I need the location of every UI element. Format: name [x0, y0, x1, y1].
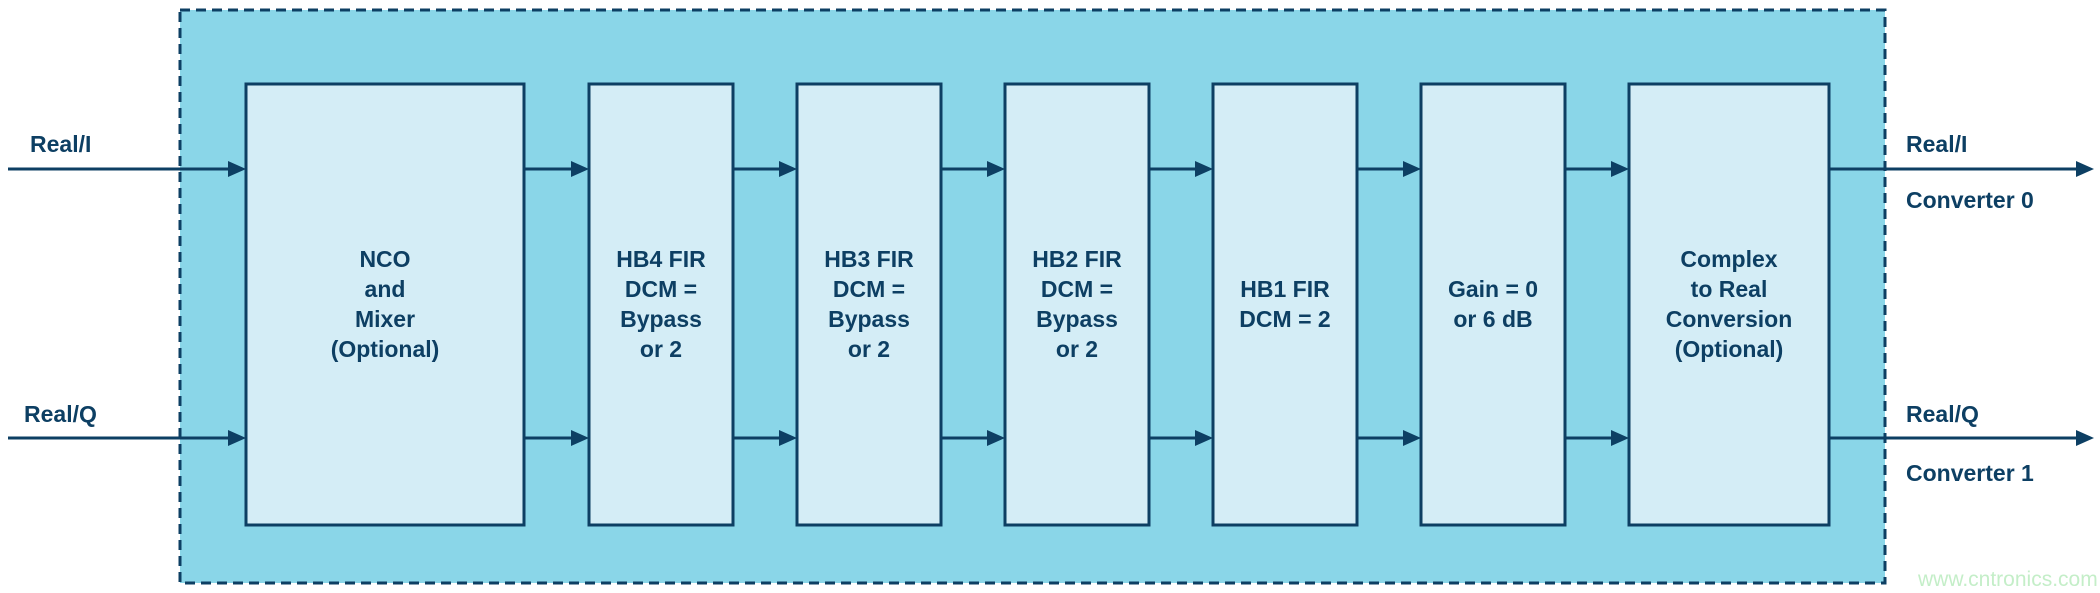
stage-4-i-arrow-head [1195, 161, 1213, 177]
stage-2-i-arrow-head [779, 161, 797, 177]
block-label-line: (Optional) [1675, 336, 1784, 362]
block-box [1627, 82, 1831, 527]
block-label-line: Bypass [828, 306, 910, 332]
input-q-arrow-head [228, 430, 246, 446]
output-q-arrow-head [2076, 430, 2094, 446]
input-top-label: Real/I [30, 131, 91, 157]
block-label-line: Mixer [355, 306, 415, 332]
block-label-line: DCM = [1041, 276, 1113, 302]
block-box [1003, 82, 1151, 527]
block-label-line: NCO [359, 246, 410, 272]
block-hb4-fir: HB4 FIR DCM = Bypass or 2 [587, 82, 735, 527]
block-gain: Gain = 0 or 6 dB [1419, 82, 1567, 527]
block-hb2-fir: HB2 FIR DCM = Bypass or 2 [1003, 82, 1151, 527]
block-label-line: HB1 FIR [1240, 276, 1330, 302]
block-label: HB3 FIR DCM = Bypass or 2 [824, 246, 914, 362]
watermark-text: www.cntronics.com [1917, 568, 2098, 591]
block-label-line: Gain = 0 [1448, 276, 1538, 302]
stage-6-q-arrow-head [1611, 430, 1629, 446]
block-label-line: or 2 [1056, 336, 1098, 362]
output-top-label: Real/I [1906, 131, 1967, 157]
output-bottom-label: Real/Q [1906, 401, 1979, 427]
block-label: HB2 FIR DCM = Bypass or 2 [1032, 246, 1122, 362]
block-label-line: or 2 [640, 336, 682, 362]
block-label-line: DCM = [833, 276, 905, 302]
block-box [244, 82, 526, 527]
stage-3-i-arrow-head [987, 161, 1005, 177]
stage-1-i-arrow-head [571, 161, 589, 177]
block-label-line: Conversion [1666, 306, 1793, 332]
block-label-line: DCM = 2 [1239, 306, 1330, 332]
stage-5-q-arrow-head [1403, 430, 1421, 446]
output-i-arrow-head [2076, 161, 2094, 177]
block-label-line: Bypass [620, 306, 702, 332]
block-label-line: and [365, 276, 406, 302]
input-i-arrow-head [228, 161, 246, 177]
block-label: HB4 FIR DCM = Bypass or 2 [616, 246, 706, 362]
block-hb3-fir: HB3 FIR DCM = Bypass or 2 [795, 82, 943, 527]
stage-4-q-arrow-head [1195, 430, 1213, 446]
block-hb1-fir: HB1 FIR DCM = 2 [1211, 82, 1359, 527]
block-box [1419, 82, 1567, 527]
signal-arrows [8, 161, 2094, 446]
stage-3-q-arrow-head [987, 430, 1005, 446]
block-label-line: Bypass [1036, 306, 1118, 332]
input-bottom-label: Real/Q [24, 401, 97, 427]
block-label-line: DCM = [625, 276, 697, 302]
output-top-converter: Converter 0 [1906, 187, 2034, 213]
block-label-line: or 6 dB [1453, 306, 1532, 332]
block-label-line: HB3 FIR [824, 246, 914, 272]
stage-1-q-arrow-head [571, 430, 589, 446]
block-label-line: Complex [1680, 246, 1777, 272]
block-label: Gain = 0 or 6 dB [1448, 276, 1538, 332]
block-label-line: HB2 FIR [1032, 246, 1122, 272]
block-label-line: HB4 FIR [616, 246, 706, 272]
block-box [587, 82, 735, 527]
stage-5-i-arrow-head [1403, 161, 1421, 177]
output-bottom-converter: Converter 1 [1906, 460, 2034, 486]
stage-2-q-arrow-head [779, 430, 797, 446]
block-label-line: (Optional) [331, 336, 440, 362]
block-box [1211, 82, 1359, 527]
block-label-line: or 2 [848, 336, 890, 362]
block-box [795, 82, 943, 527]
block-label: HB1 FIR DCM = 2 [1239, 276, 1330, 332]
stage-6-i-arrow-head [1611, 161, 1629, 177]
block-label-line: to Real [1691, 276, 1768, 302]
